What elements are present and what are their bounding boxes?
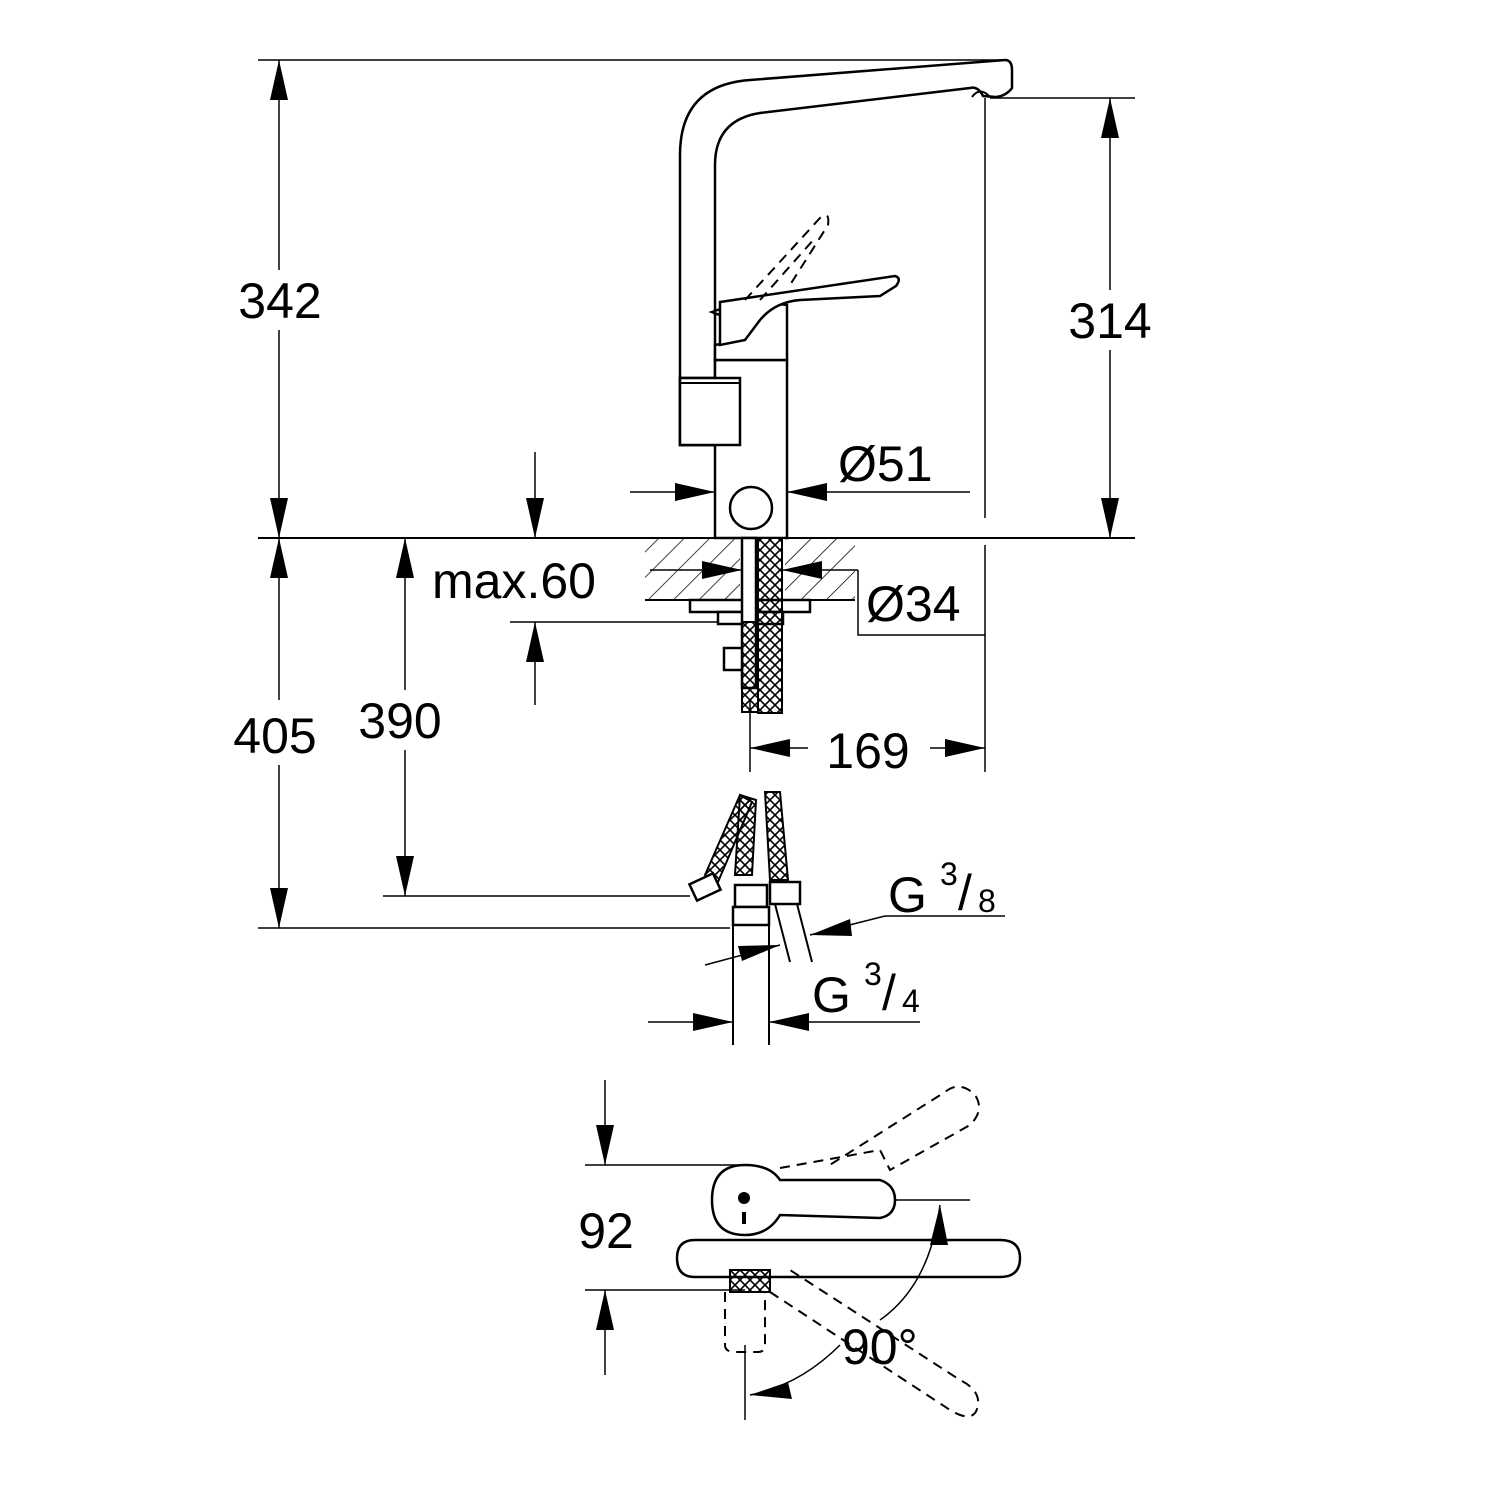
svg-text:/: / [958, 865, 972, 921]
label-total-height: 342 [238, 273, 321, 329]
label-below-hose: 390 [358, 693, 441, 749]
hose-nut [687, 871, 802, 927]
lever-open-position [744, 214, 830, 301]
dimension-labels: 342 314 Ø51 max.60 Ø34 405 390 169 G 3 /… [233, 273, 1151, 1375]
spout-top-view [675, 1238, 1022, 1279]
dimension-lines [258, 59, 1135, 1031]
label-spout-reach: 169 [826, 723, 909, 779]
hose-connections [687, 791, 813, 1045]
countertop [258, 536, 1135, 714]
label-spout-height: 314 [1068, 293, 1151, 349]
svg-text:/: / [882, 965, 896, 1021]
faucet-top-view [585, 1080, 1022, 1420]
label-swivel-angle: 90° [842, 1319, 918, 1375]
label-g38-den: 8 [978, 883, 996, 919]
label-handle-depth: 92 [578, 1203, 634, 1259]
label-g34-den: 4 [902, 983, 920, 1019]
label-g34-letter: G [812, 967, 851, 1023]
label-g34-num: 3 [864, 956, 882, 992]
label-g38-num: 3 [940, 856, 958, 892]
aerator [971, 90, 991, 98]
hose-fitting [722, 646, 744, 672]
faucet-side-view [678, 58, 1014, 540]
label-g38-letter: G [888, 867, 927, 923]
label-below-total: 405 [233, 708, 316, 764]
supply-hose-braid [757, 537, 783, 714]
label-hole-diameter: Ø34 [866, 576, 961, 632]
handle-top-view [710, 1163, 897, 1237]
label-max-counter: max.60 [432, 553, 596, 609]
body-front-block [678, 376, 742, 447]
lever-handle [718, 274, 900, 347]
label-body-diameter: Ø51 [838, 436, 933, 492]
mount-hole-circle [728, 485, 774, 531]
